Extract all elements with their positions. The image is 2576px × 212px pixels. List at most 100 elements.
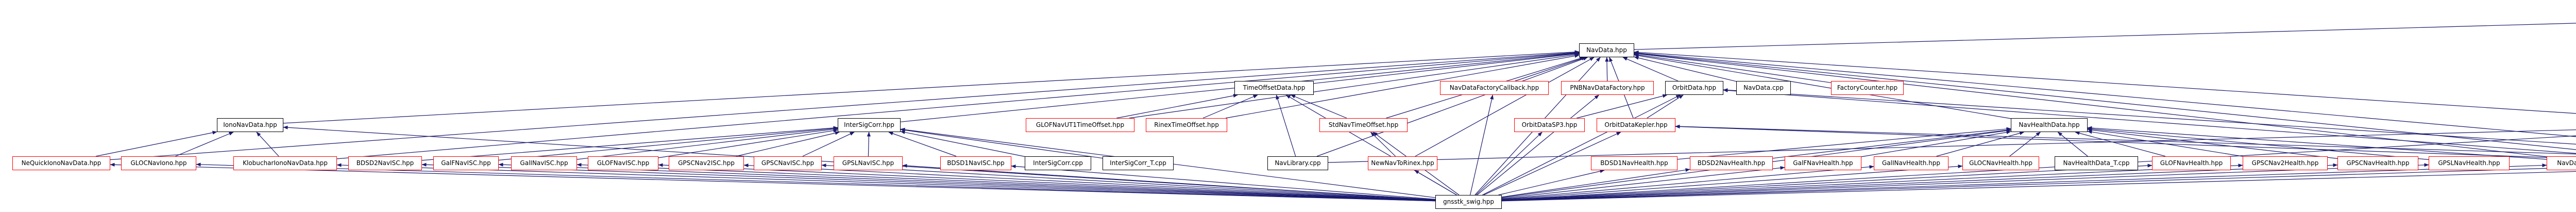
include-edge (1328, 129, 2576, 163)
include-edge (1483, 132, 1621, 195)
graph-node-pnbnavdatafactory_hpp[interactable]: PNBNavDataFactory.hpp (1561, 81, 1654, 95)
include-edge (1501, 165, 1874, 200)
include-edge (1515, 57, 1586, 81)
include-edge (498, 126, 838, 161)
graph-node-gpslnavisc_hpp[interactable]: GPSLNavISC.hpp (834, 156, 903, 170)
graph-node-galfnavhealth_hpp[interactable]: GalFNavHealth.hpp (1785, 156, 1861, 170)
include-edge (1415, 57, 1595, 157)
graph-node-galfnavisc_hpp[interactable]: GalFNavISC.hpp (433, 156, 499, 170)
include-edge (1622, 57, 1679, 81)
include-edge (1225, 54, 1580, 119)
graph-node-bdsd1navisc_hpp[interactable]: BDSD1NavISC.hpp (940, 156, 1011, 170)
graph-node-gpslnavhealth_hpp[interactable]: GPSLNavHealth.hpp (2429, 156, 2510, 170)
include-edge (336, 51, 1580, 159)
graph-node-orbitdata_hpp[interactable]: OrbitData.hpp (1665, 81, 1723, 95)
graph-node-intersigcorr_t_cpp[interactable]: InterSigCorr_T.cpp (1103, 156, 1174, 170)
include-edge (1276, 94, 1296, 157)
include-edge (2087, 127, 2429, 160)
include-edge (1634, 23, 2576, 50)
include-edge (1501, 163, 2338, 201)
include-edge (110, 51, 1580, 160)
graph-node-klobuchariononavdata_hpp[interactable]: KlobucharIonoNavData.hpp (233, 156, 337, 170)
graph-node-navhealthdata_hpp[interactable]: NavHealthData.hpp (2011, 118, 2088, 132)
include-edge (902, 164, 1436, 200)
graph-node-intersigcorr_cpp[interactable]: InterSigCorr.cpp (1025, 156, 1091, 170)
graph-node-bdsd1navhealth_hpp[interactable]: BDSD1NavHealth.hpp (1591, 156, 1677, 170)
include-edge (110, 162, 1436, 202)
graph-node-navdata_cpp[interactable]: NavData.cpp (1736, 81, 1791, 95)
include-edge (1647, 94, 1684, 119)
graph-node-glofnavhealth_hpp[interactable]: GLOFNavHealth.hpp (2152, 156, 2231, 170)
include-edge (1011, 164, 1436, 200)
include-edge (1634, 52, 2547, 157)
include-edge (658, 128, 838, 158)
include-edge (2087, 130, 2243, 157)
include-edge (1501, 168, 1690, 198)
include-edge (1291, 94, 1347, 119)
graph-node-glofnavisc_hpp[interactable]: GLOFNavISC.hpp (588, 156, 658, 170)
include-edge (1501, 163, 2429, 201)
graph-node-gpscnav2isc_hpp[interactable]: GPSCNav2ISC.hpp (669, 156, 744, 170)
graph-node-factorycounter_hpp[interactable]: FactoryCounter.hpp (1831, 81, 1904, 95)
graph-node-galinavhealth_hpp[interactable]: GalINavHealth.hpp (1874, 156, 1948, 170)
include-edge (1501, 171, 2576, 202)
graph-node-rinextimeoffset_hpp[interactable]: RinexTimeOffset.hpp (1146, 118, 1227, 132)
graph-node-navdatafactorycallback_hpp[interactable]: NavDataFactoryCallback.hpp (1440, 81, 1549, 95)
graph-node-gpscnavisc_hpp[interactable]: GPSCNavISC.hpp (754, 156, 822, 170)
include-edge (802, 132, 855, 157)
include-edge (1116, 94, 1238, 119)
graph-node-gpscnavhealth_hpp[interactable]: GPSCNavHealth.hpp (2337, 156, 2418, 170)
include-edge (1498, 169, 1605, 195)
graph-node-glocnaviono_hpp[interactable]: GLOCNavIono.hpp (121, 156, 196, 170)
graph-node-timeoffsetdata_hpp[interactable]: TimeOffsetData.hpp (1234, 81, 1314, 95)
include-edge (1202, 94, 1258, 119)
graph-node-galinavisc_hpp[interactable]: GalINavISC.hpp (511, 156, 577, 170)
include-edge (2087, 126, 2547, 160)
include-edge (336, 163, 1436, 201)
graph-node-navlibrary_cpp[interactable]: NavLibrary.cpp (1267, 156, 1328, 170)
graph-node-iononavdata_hpp[interactable]: IonoNavData.hpp (217, 118, 283, 132)
graph-node-navhealthdata_t_cpp[interactable]: NavHealthData_T.cpp (2055, 156, 2138, 170)
include-edge (1501, 166, 1785, 199)
include-edge (1677, 127, 2011, 160)
include-edge (1723, 88, 2576, 145)
include-edge (1414, 170, 1457, 195)
graph-node-nequickiononavdata_hpp[interactable]: NeQuickIonoNavData.hpp (12, 156, 110, 170)
graph-node-navdatafactorywithstore_hpp[interactable]: NavDataFactoryWithStore.hpp (2547, 156, 2576, 170)
include-edge (577, 162, 1436, 201)
include-edge (577, 127, 838, 160)
include-edge (1482, 94, 1681, 195)
graph-node-stdnavtimeoffset_hpp[interactable]: StdNavTimeOffset.hpp (1319, 118, 1408, 132)
include-edge (1501, 164, 2243, 201)
include-edge (1675, 124, 2576, 159)
include-edge (1370, 132, 1396, 157)
include-edge (2057, 132, 2088, 157)
include-edge (2075, 131, 2166, 157)
include-edge (821, 164, 1436, 201)
include-edge (1501, 167, 2576, 202)
graph-node-bdsd2navhealth_hpp[interactable]: BDSD2NavHealth.hpp (1690, 156, 1773, 170)
include-edge (1577, 94, 1668, 119)
include-edge (175, 132, 234, 157)
graph-node-bdsd2navisc_hpp[interactable]: BDSD2NavISC.hpp (348, 156, 422, 170)
include-edge (1634, 53, 1832, 83)
include-edge (1501, 164, 1963, 200)
include-edge (95, 131, 217, 157)
graph-node-orbitdatakepler_hpp[interactable]: OrbitDataKepler.hpp (1597, 118, 1675, 132)
include-edge (256, 132, 279, 157)
graph-node-navdata_hpp[interactable]: NavData.hpp (1579, 43, 1634, 57)
graph-node-orbitdatasp3_hpp[interactable]: OrbitDataSP3.hpp (1514, 118, 1585, 132)
include-edge (743, 164, 1436, 201)
graph-node-newnavtorinex_hpp[interactable]: NewNavToRinex.hpp (1368, 156, 1437, 170)
graph-node-glofnavut1timeoffset_hpp[interactable]: GLOFNavUT1TimeOffset.hpp (1026, 118, 1134, 132)
include-edge (1313, 52, 1580, 84)
graph-node-glocnavhealth_hpp[interactable]: GLOCNavHealth.hpp (1962, 156, 2039, 170)
include-edge (421, 126, 838, 161)
include-edge (1634, 54, 2011, 119)
graph-node-intersigcorr_hpp[interactable]: InterSigCorr.hpp (838, 118, 901, 132)
include-edge (2087, 128, 2338, 159)
include-edge (1129, 53, 1580, 119)
graph-node-gnsstk_swig_hpp[interactable]: gnsstk_swig.hpp (1435, 195, 1502, 209)
graph-node-gpscnav2health_hpp[interactable]: GPSCNav2Health.hpp (2243, 156, 2328, 170)
